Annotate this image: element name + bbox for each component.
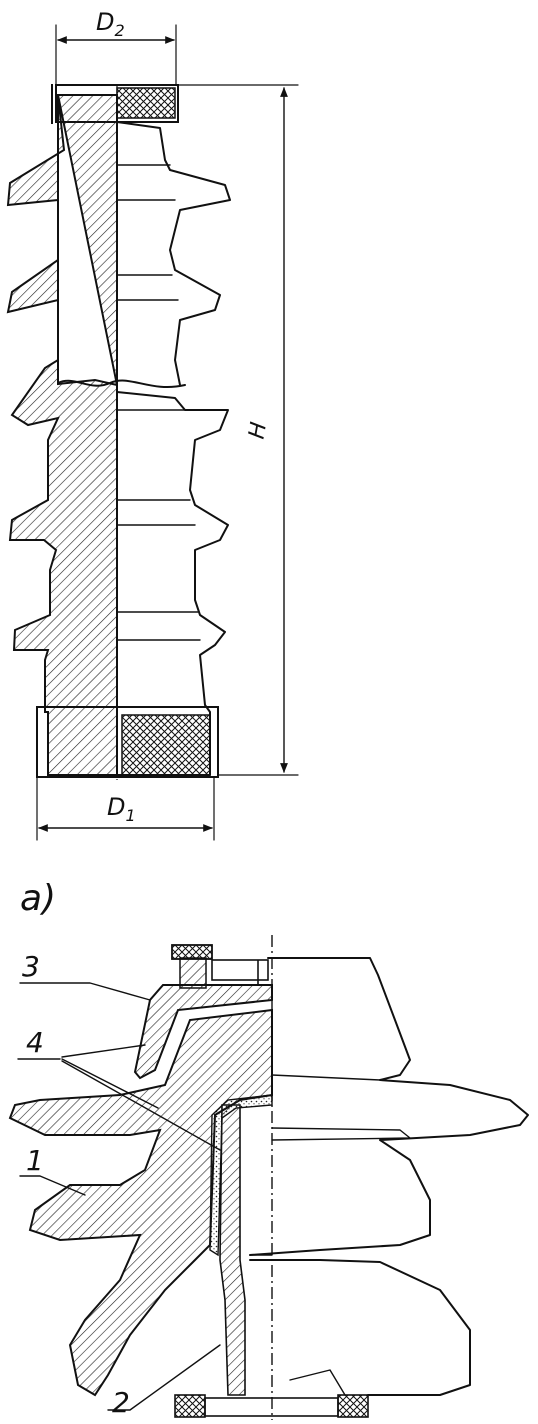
break-line bbox=[57, 379, 186, 388]
dimension-h: H bbox=[177, 84, 299, 776]
leader-lines bbox=[17, 982, 221, 1411]
bottom-cap bbox=[36, 706, 219, 778]
disc-insulator-figure: 3 4 1 2 bbox=[8, 935, 529, 1420]
shed-lines bbox=[116, 164, 201, 641]
profile-right bbox=[116, 121, 231, 776]
pin bbox=[219, 1104, 246, 1396]
cement-layer bbox=[209, 1094, 273, 1257]
caption-a: a) bbox=[20, 878, 56, 919]
callout-1: 1 bbox=[26, 1144, 44, 1177]
callout-3: 3 bbox=[22, 950, 40, 983]
dim-d2-label: D2 bbox=[96, 8, 125, 40]
dim-d1-label: D1 bbox=[107, 793, 136, 825]
bottom-flange bbox=[174, 1394, 369, 1418]
section-half bbox=[6, 94, 118, 776]
dim-h-label: H bbox=[245, 420, 272, 441]
porcelain-shed-section bbox=[8, 1008, 273, 1397]
top-bolt bbox=[171, 944, 269, 989]
disc-inner-lines bbox=[249, 1074, 411, 1396]
dimension-d2: D2 bbox=[55, 8, 177, 86]
rod-insulator-figure: D2 H D1 a) bbox=[6, 8, 299, 919]
dimension-d1: D1 bbox=[36, 776, 215, 841]
disc-profile-right bbox=[249, 957, 529, 1256]
callout-4: 4 bbox=[26, 1026, 44, 1059]
disc-profile-right-lower bbox=[249, 1259, 471, 1396]
callout-2: 2 bbox=[112, 1386, 130, 1419]
